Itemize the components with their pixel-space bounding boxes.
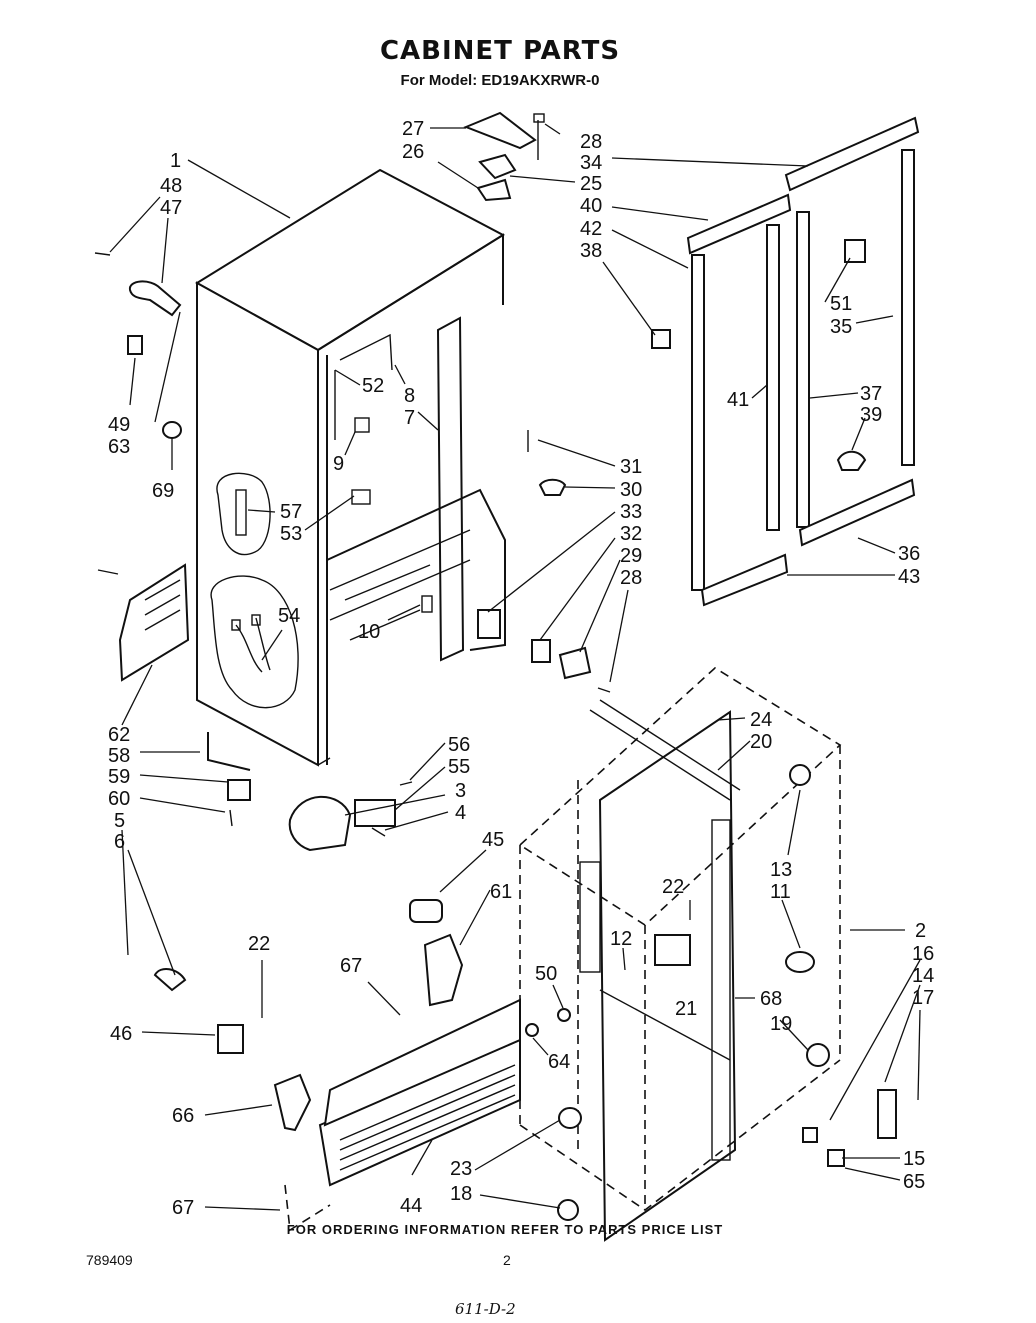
callout-66: 66 bbox=[172, 1105, 194, 1127]
cabinet-shell bbox=[195, 168, 506, 767]
callout-62: 62 bbox=[108, 724, 130, 746]
callout-10: 10 bbox=[358, 621, 380, 643]
callout-43: 43 bbox=[898, 566, 920, 588]
callout-19: 19 bbox=[770, 1013, 792, 1035]
callout-28: 28 bbox=[580, 131, 602, 153]
callout-56: 56 bbox=[448, 734, 470, 756]
callout-65: 65 bbox=[903, 1171, 925, 1193]
callout-7: 7 bbox=[404, 407, 415, 429]
callout-14: 14 bbox=[912, 965, 934, 987]
callout-25: 25 bbox=[580, 173, 602, 195]
callout-67-top: 67 bbox=[340, 955, 362, 977]
ordering-info-footer: FOR ORDERING INFORMATION REFER TO PARTS … bbox=[286, 1222, 724, 1237]
callout-42: 42 bbox=[580, 218, 602, 240]
callout-29: 29 bbox=[620, 545, 642, 567]
callout-63: 63 bbox=[108, 436, 130, 458]
callout-16: 16 bbox=[912, 943, 934, 965]
callout-11: 11 bbox=[770, 881, 791, 903]
callout-39: 39 bbox=[860, 404, 882, 426]
callout-22-door: 22 bbox=[662, 876, 684, 898]
callout-34: 34 bbox=[580, 152, 602, 174]
callout-33: 33 bbox=[620, 501, 642, 523]
page-title: CABINET PARTS bbox=[379, 36, 621, 66]
callout-61: 61 bbox=[490, 881, 512, 903]
callout-46: 46 bbox=[110, 1023, 132, 1045]
leader-lines bbox=[109, 123, 921, 1211]
callout-64: 64 bbox=[548, 1051, 570, 1073]
callout-37: 37 bbox=[860, 383, 882, 405]
toe-grille bbox=[318, 998, 521, 1187]
callout-1: 1 bbox=[170, 150, 181, 172]
callout-50: 50 bbox=[535, 963, 557, 985]
callout-21: 21 bbox=[675, 998, 697, 1020]
callout-17: 17 bbox=[912, 987, 934, 1009]
callout-18: 18 bbox=[450, 1183, 472, 1205]
callout-57: 57 bbox=[280, 501, 302, 523]
callout-28-lower: 28 bbox=[620, 567, 642, 589]
callout-12: 12 bbox=[610, 928, 632, 950]
callout-24: 24 bbox=[750, 709, 772, 731]
callout-49: 49 bbox=[108, 414, 130, 436]
callout-54: 54 bbox=[278, 605, 300, 627]
callout-69: 69 bbox=[152, 480, 174, 502]
callout-60: 60 bbox=[108, 788, 130, 810]
callout-35: 35 bbox=[830, 316, 852, 338]
middle-left-parts bbox=[207, 732, 413, 852]
callout-68: 68 bbox=[760, 988, 782, 1010]
callout-26: 26 bbox=[402, 141, 424, 163]
left-small-parts bbox=[94, 252, 182, 575]
handwritten-note: 611-D-2 bbox=[455, 1300, 516, 1318]
callout-32: 32 bbox=[620, 523, 642, 545]
bracket-62 bbox=[118, 563, 190, 682]
callout-2: 2 bbox=[915, 920, 926, 942]
callout-40: 40 bbox=[580, 195, 602, 217]
callout-labels: 27 28 26 25 34 40 42 38 1 48 47 52 8 7 9… bbox=[108, 118, 934, 1219]
model-subtitle: For Model: ED19AKXRWR-0 bbox=[400, 72, 600, 89]
callout-53: 53 bbox=[280, 523, 302, 545]
callout-9: 9 bbox=[333, 453, 344, 475]
lower-small-parts bbox=[153, 764, 897, 1232]
center-hinge-group bbox=[477, 430, 611, 693]
callout-58: 58 bbox=[108, 745, 130, 767]
callout-31: 31 bbox=[620, 456, 642, 478]
callout-30: 30 bbox=[620, 479, 642, 501]
callout-5: 5 bbox=[114, 810, 125, 832]
callout-38: 38 bbox=[580, 240, 602, 262]
callout-59: 59 bbox=[108, 766, 130, 788]
callout-27: 27 bbox=[402, 118, 424, 140]
callout-13: 13 bbox=[770, 859, 792, 881]
top-hinge-group bbox=[463, 111, 545, 202]
callout-47: 47 bbox=[160, 197, 182, 219]
callout-20: 20 bbox=[750, 731, 772, 753]
callout-48: 48 bbox=[160, 175, 182, 197]
document-number: 789409 bbox=[86, 1252, 133, 1268]
callout-45: 45 bbox=[482, 829, 504, 851]
callout-15: 15 bbox=[903, 1148, 925, 1170]
callout-51: 51 bbox=[830, 293, 852, 315]
callout-22-left: 22 bbox=[248, 933, 270, 955]
callout-23: 23 bbox=[450, 1158, 472, 1180]
callout-41: 41 bbox=[727, 389, 749, 411]
callout-36: 36 bbox=[898, 543, 920, 565]
callout-6: 6 bbox=[114, 831, 125, 853]
callout-67-bottom: 67 bbox=[172, 1197, 194, 1219]
callout-3: 3 bbox=[455, 780, 466, 802]
page-number: 2 bbox=[503, 1252, 511, 1268]
callout-44: 44 bbox=[400, 1195, 422, 1217]
callout-8: 8 bbox=[404, 385, 415, 407]
callout-4: 4 bbox=[455, 802, 466, 824]
callout-52: 52 bbox=[362, 375, 384, 397]
callout-55: 55 bbox=[448, 756, 470, 778]
door-gasket-group bbox=[651, 116, 920, 607]
